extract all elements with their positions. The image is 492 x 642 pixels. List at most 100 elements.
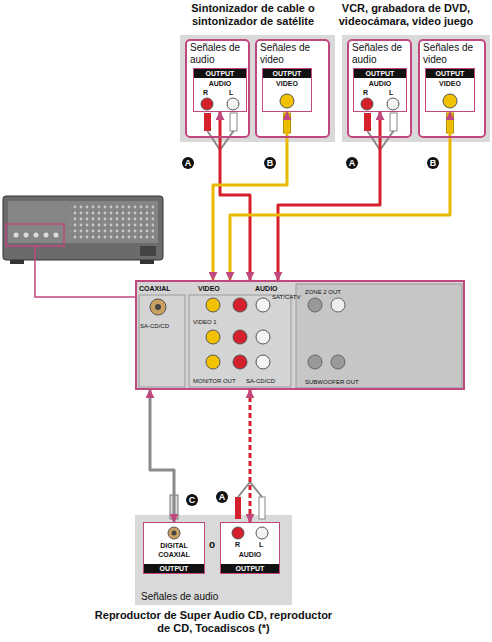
node-fills <box>135 35 490 605</box>
node-fill <box>193 68 247 112</box>
callout-letter: A <box>346 157 358 169</box>
output-jack-plate: OUTPUTVIDEO <box>425 68 475 112</box>
jack-label: R <box>235 540 240 549</box>
signal-panel: OUTPUTAUDIOR L Señales de audio <box>185 39 250 138</box>
device-band: OUTPUTAUDIORLSeñales de audioOUTPUTVIDEO… <box>180 35 335 142</box>
output-header: OUTPUT <box>194 69 246 78</box>
receiver-illustration <box>3 196 163 260</box>
cable-plugs <box>204 113 211 131</box>
device-jacks <box>256 527 268 539</box>
node-fill <box>255 39 330 138</box>
cable-connector <box>249 390 252 522</box>
panel-detail <box>233 298 247 312</box>
panel-detail <box>233 355 247 369</box>
jack-label: Señales de video <box>423 42 483 66</box>
panel-detail <box>256 298 270 312</box>
node-fill <box>353 68 407 112</box>
receiver-illustration <box>140 246 156 256</box>
cable-plugs <box>364 113 371 131</box>
output-header: OUTPUT <box>263 69 311 78</box>
panel-detail <box>189 295 291 387</box>
output-jack-plate: OUTPUTVIDEO <box>262 68 312 112</box>
cable-plugs <box>235 497 241 519</box>
or-label: o <box>209 539 215 551</box>
panel-detail <box>256 330 270 344</box>
jack-label: Señales de audio <box>190 42 246 66</box>
receiver-illustration <box>10 260 24 264</box>
node-fill <box>425 68 475 112</box>
node-fill <box>185 39 250 138</box>
cable-plugs <box>390 113 397 131</box>
panel-detail <box>206 355 220 369</box>
panel-detail <box>206 330 220 344</box>
receiver-illustration <box>14 233 19 238</box>
jack-label: AUDIO <box>194 79 246 88</box>
receiver-illustration <box>8 201 158 243</box>
jack-label: VIDEO <box>263 79 311 88</box>
jack-label: AUDIO <box>354 79 406 88</box>
jack-label: L <box>229 88 233 97</box>
signal-panel: OUTPUTVIDEOSeñales de video <box>418 39 486 138</box>
panel-detail <box>233 330 247 344</box>
callout-letter: C <box>186 494 198 506</box>
jack-label: VIDEO <box>198 284 220 293</box>
device-jacks <box>168 527 180 539</box>
device-jacks <box>201 98 213 110</box>
device-jacks <box>361 98 373 110</box>
jack-label: AUDIO <box>255 284 278 293</box>
callout-letter: B <box>427 157 439 169</box>
device-title: Reproductor de Super Audio CD, reproduct… <box>90 609 337 635</box>
jack-label: Señales de audio <box>352 42 408 66</box>
device-jacks <box>232 527 244 539</box>
jack-label: L <box>259 540 263 549</box>
output-jack-plate: DIGITAL COAXIALOUTPUT <box>143 522 205 574</box>
output-header: OUTPUT <box>144 564 204 573</box>
node-fill <box>418 39 486 138</box>
node-fill <box>262 68 312 112</box>
jack-label: Señales de video <box>260 42 326 66</box>
receiver-illustration <box>140 260 154 264</box>
jack-label: R <box>363 88 368 97</box>
jack-label: R <box>203 88 208 97</box>
output-jack-plate: R LAUDIO OUTPUT <box>220 522 280 574</box>
receiver-illustration <box>70 205 154 239</box>
device-band: OUTPUTAUDIORLSeñales de audioOUTPUTVIDEO… <box>342 35 490 142</box>
jack-label: MONITOR OUT <box>193 377 236 385</box>
device-jacks <box>443 94 457 108</box>
jack-label: VIDEO 1 <box>193 318 217 326</box>
panel-detail <box>139 295 185 387</box>
jack-label: SAT/CATV <box>272 293 300 301</box>
jack-label: AUDIO <box>221 550 279 559</box>
output-header: OUTPUT <box>221 564 279 573</box>
receiver-illustration <box>6 224 64 246</box>
receiver-illustration <box>35 246 135 297</box>
cable-plugs <box>259 497 265 519</box>
panel-detail <box>331 298 345 312</box>
callout-letter: B <box>264 157 276 169</box>
jack-label: SA-CD/CD <box>140 322 169 330</box>
panel-detail <box>139 284 462 388</box>
node-fill <box>135 515 292 605</box>
device-jacks <box>172 531 177 536</box>
cable-connector <box>150 390 174 522</box>
receiver-rear-panel: COAXIALVIDEOAUDIOSAT/CATVZONE 2 OUTSA-CD… <box>135 280 465 390</box>
jack-label: SUBWOOFER OUT <box>305 378 359 386</box>
cable-plugs <box>170 113 454 519</box>
jack-label: SA-CD/CD <box>246 377 275 385</box>
device-jacks <box>227 98 239 110</box>
player-band: DIGITAL COAXIALOUTPUT R LAUDIO OUTPUT Señale… <box>135 515 292 605</box>
panel-detail <box>331 355 345 369</box>
jack-label: Señales de audio <box>141 591 218 603</box>
device-jacks <box>168 94 457 539</box>
signal-panel: OUTPUTVIDEOSeñales de video <box>255 39 330 138</box>
device-title: Sintonizador de cable o sintonizador de … <box>168 2 338 28</box>
signal-panel: OUTPUTAUDIORLSeñales de audio <box>347 39 412 138</box>
panel-detail <box>296 284 462 388</box>
node-fill <box>135 280 465 390</box>
receiver-illustration <box>24 233 29 238</box>
callout-letter: A <box>216 491 228 503</box>
panel-detail <box>150 299 166 315</box>
device-jacks <box>280 94 294 108</box>
jack-label: COAXIAL <box>139 284 171 293</box>
